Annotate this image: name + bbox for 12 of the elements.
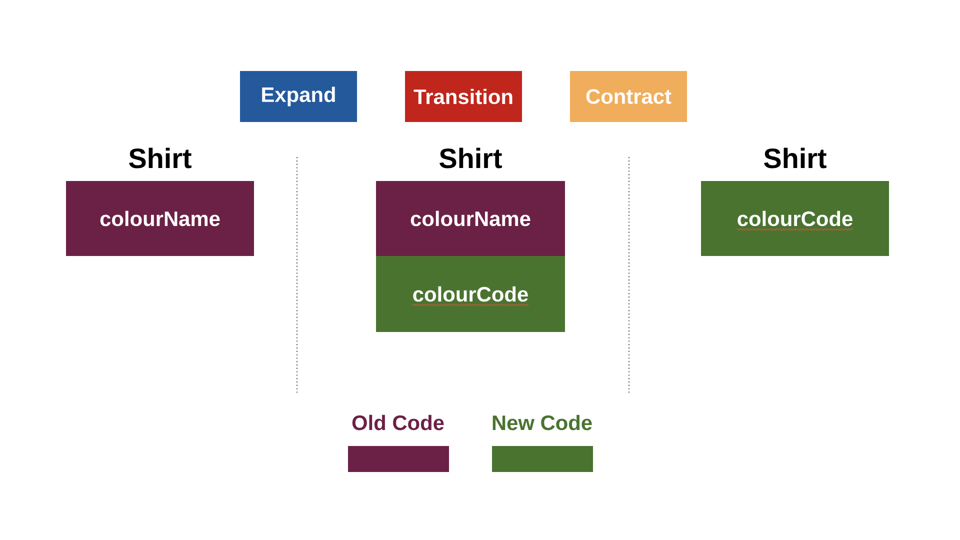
- field-box: colourName: [66, 181, 254, 256]
- heading: Shirt: [129, 148, 192, 168]
- field-box: colourCode: [376, 256, 565, 332]
- field-box: colourName: [376, 181, 565, 256]
- phase-box: Contract: [570, 71, 687, 122]
- phase-box: Expand: [240, 71, 357, 122]
- field-box: colourCode: [701, 181, 889, 256]
- legend-label: New Code: [492, 414, 592, 430]
- heading: Shirt: [764, 148, 826, 168]
- heading: Shirt: [440, 148, 502, 168]
- legend-label: Old Code: [352, 414, 444, 430]
- phase-box: Transition: [405, 71, 522, 122]
